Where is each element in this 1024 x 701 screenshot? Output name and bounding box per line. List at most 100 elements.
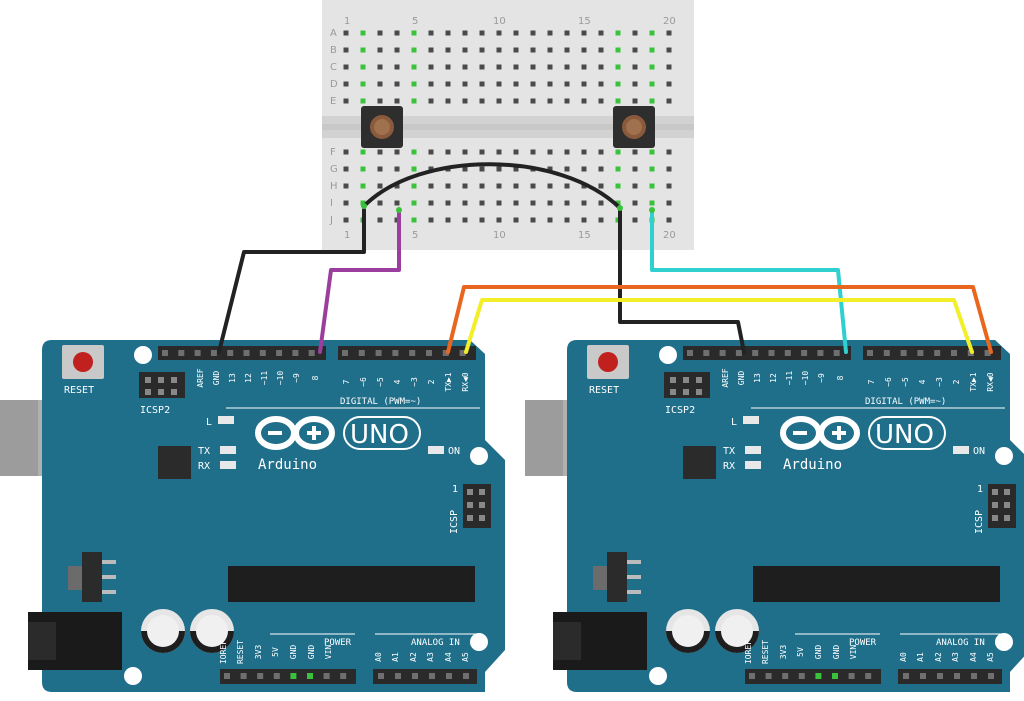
breadboard-hole bbox=[666, 200, 672, 206]
breadboard-hole bbox=[564, 183, 570, 189]
breadboard-hole bbox=[394, 149, 400, 155]
breadboard-hole bbox=[598, 47, 604, 53]
analog-pin-label: A3 bbox=[951, 652, 960, 662]
breadboard-hole bbox=[666, 166, 672, 172]
breadboard-hole bbox=[360, 30, 366, 36]
logo-minus bbox=[793, 431, 807, 435]
regulator-tab bbox=[593, 566, 607, 590]
analog-header bbox=[898, 669, 1002, 684]
reset-button-cap[interactable] bbox=[73, 352, 93, 372]
mount-hole bbox=[470, 447, 488, 465]
led-on bbox=[953, 446, 969, 454]
pushbutton-left[interactable] bbox=[361, 106, 403, 148]
breadboard-hole bbox=[496, 217, 502, 223]
breadboard-hole bbox=[394, 183, 400, 189]
row-letter-c: C bbox=[330, 62, 337, 73]
header-pin-label: ~9 bbox=[817, 373, 826, 383]
led-tx bbox=[220, 446, 236, 454]
uno-badge bbox=[343, 416, 421, 450]
breadboard-hole bbox=[598, 149, 604, 155]
usb-chip bbox=[158, 446, 191, 479]
breadboard-hole bbox=[428, 47, 434, 53]
breadboard-hole bbox=[496, 64, 502, 70]
led-rx bbox=[220, 461, 236, 469]
analog-pin-label: A5 bbox=[986, 652, 995, 662]
breadboard-hole bbox=[462, 149, 468, 155]
breadboard-hole bbox=[428, 149, 434, 155]
icsp-pin1-label: 1 bbox=[452, 484, 458, 495]
wire-black-gnd-right bbox=[618, 208, 746, 354]
board-body bbox=[42, 340, 505, 692]
breadboard-hole bbox=[649, 98, 655, 104]
breadboard-hole bbox=[479, 98, 485, 104]
wire-black-gnd-left bbox=[217, 208, 366, 354]
digital-label: DIGITAL (PWM=~) bbox=[340, 397, 421, 407]
wire-cyan-pin8-right bbox=[650, 208, 848, 354]
icsp2-label: ICSP2 bbox=[140, 405, 170, 416]
breadboard-hole bbox=[411, 166, 417, 172]
breadboard-hole bbox=[581, 200, 587, 206]
power-header bbox=[745, 669, 881, 684]
pushbutton-right[interactable] bbox=[613, 106, 655, 148]
reset-button-cap[interactable] bbox=[598, 352, 618, 372]
col-number-10-top: 10 bbox=[493, 16, 506, 27]
power-pin-label: IOREF bbox=[744, 640, 753, 664]
header-pin-label: ~3 bbox=[935, 377, 944, 387]
breadboard-hole bbox=[564, 149, 570, 155]
breadboard-hole bbox=[479, 149, 485, 155]
breadboard-hole bbox=[479, 30, 485, 36]
breadboard-hole bbox=[479, 200, 485, 206]
model-label: UNO bbox=[350, 420, 409, 450]
analog-pin-label: A0 bbox=[374, 652, 383, 662]
breadboard-hole bbox=[360, 64, 366, 70]
breadboard-hole bbox=[530, 183, 536, 189]
logo-plus-v bbox=[312, 426, 316, 440]
col-number-5-bottom: 5 bbox=[412, 230, 418, 241]
breadboard-hole bbox=[428, 166, 434, 172]
breadboard-hole bbox=[411, 217, 417, 223]
breadboard-hole bbox=[445, 200, 451, 206]
power-label: POWER bbox=[849, 638, 877, 648]
breadboard-hole bbox=[360, 98, 366, 104]
breadboard-hole bbox=[666, 47, 672, 53]
col-number-15-bottom: 15 bbox=[578, 230, 591, 241]
breadboard-hole bbox=[428, 98, 434, 104]
digital-header-high bbox=[158, 346, 326, 360]
power-pin-label: IOREF bbox=[219, 640, 228, 664]
breadboard-hole bbox=[615, 64, 621, 70]
breadboard: 1 5 10 15 20 1 5 10 15 20 A B C D E F G … bbox=[322, 0, 694, 250]
header-pin-label: 7 bbox=[867, 379, 876, 384]
breadboard-hole bbox=[615, 47, 621, 53]
uno-badge bbox=[868, 416, 946, 450]
breadboard-hole bbox=[343, 30, 349, 36]
breadboard-hole bbox=[462, 200, 468, 206]
wire-orange-tx-rx bbox=[446, 285, 993, 354]
breadboard-hole bbox=[377, 149, 383, 155]
regulator-tab bbox=[68, 566, 82, 590]
breadboard-hole bbox=[479, 81, 485, 87]
breadboard-hole bbox=[513, 81, 519, 87]
led-rx-label: RX bbox=[723, 461, 735, 472]
logo-minus bbox=[268, 431, 282, 435]
row-letter-a: A bbox=[330, 28, 337, 39]
analog-pin-label: A2 bbox=[934, 652, 943, 662]
breadboard-hole bbox=[360, 183, 366, 189]
breadboard-hole bbox=[632, 217, 638, 223]
breadboard-hole bbox=[666, 98, 672, 104]
breadboard-hole bbox=[564, 47, 570, 53]
digital-header-high bbox=[683, 346, 851, 360]
header-pin-label: RX◀0 bbox=[986, 372, 995, 391]
led-tx bbox=[745, 446, 761, 454]
power-header bbox=[220, 669, 356, 684]
breadboard-hole bbox=[479, 64, 485, 70]
breadboard-hole bbox=[462, 98, 468, 104]
breadboard-hole bbox=[411, 149, 417, 155]
header-pin-label: 13 bbox=[228, 373, 237, 383]
row-letter-b: B bbox=[330, 45, 337, 56]
breadboard-hole bbox=[547, 64, 553, 70]
breadboard-hole bbox=[394, 81, 400, 87]
wire-yellow-rx-tx bbox=[464, 298, 974, 354]
breadboard-hole bbox=[411, 98, 417, 104]
breadboard-hole bbox=[343, 149, 349, 155]
breadboard-hole bbox=[581, 81, 587, 87]
